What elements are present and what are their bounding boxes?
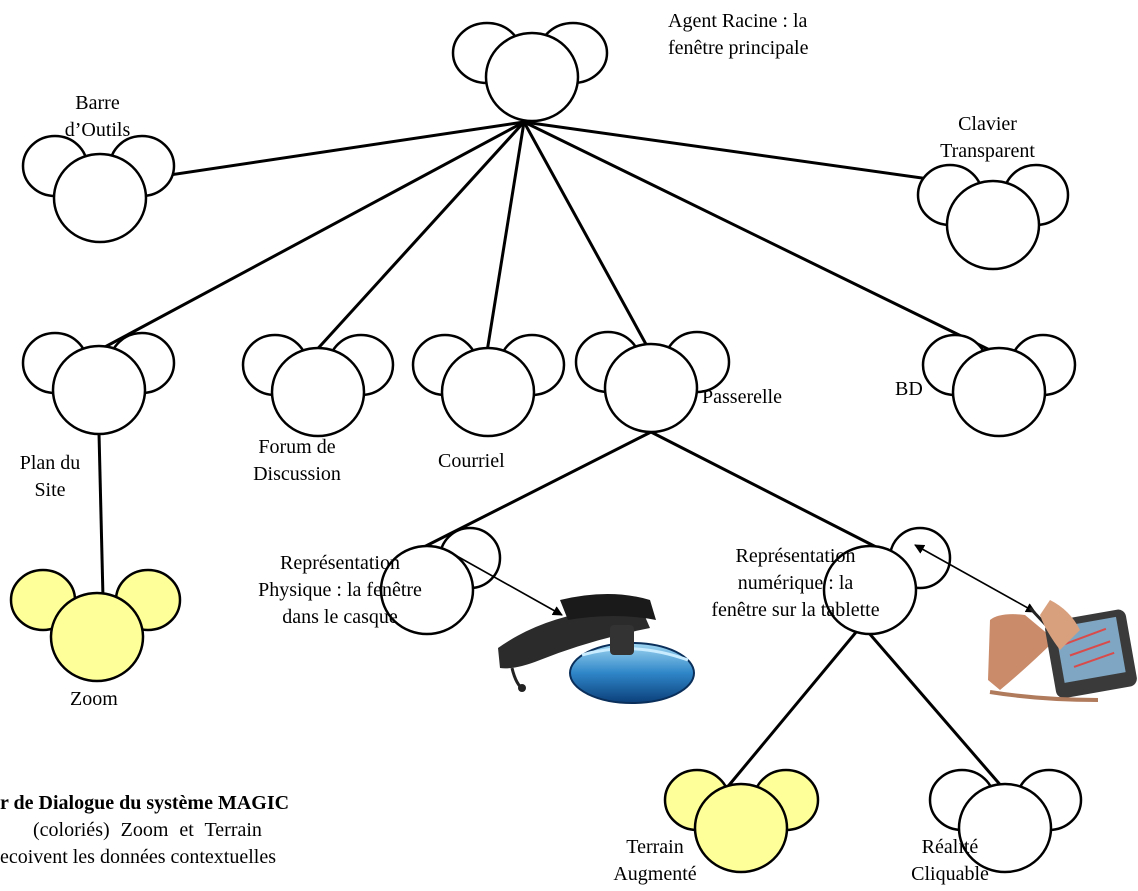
- tablet-picture: [988, 600, 1137, 702]
- label-numeric: Représentation numérique : la fenêtre su…: [678, 543, 913, 624]
- edge-numeric-terrain: [723, 624, 864, 791]
- label-sitemap: Plan du Site: [4, 450, 96, 504]
- node-gateway: [574, 330, 731, 434]
- label-keyboard-line1: Clavier: [958, 113, 1017, 135]
- node-db: [921, 333, 1077, 438]
- label-forum-line1: Forum de: [258, 436, 336, 458]
- edge-root-sitemap: [102, 120, 525, 350]
- label-toolbar-line2: d’Outils: [64, 119, 131, 141]
- edge-root-forum: [310, 120, 526, 357]
- caption-line3: ecoivent les données contextuelles: [0, 846, 277, 868]
- label-keyboard: Clavier Transparent: [915, 111, 1060, 165]
- label-physical-line3: dans le casque: [282, 606, 398, 628]
- label-mail: Courriel: [438, 450, 505, 472]
- node-physical: [379, 526, 502, 636]
- label-terrain: Terrain Augmenté: [600, 834, 710, 888]
- edge-root-gateway: [522, 121, 655, 358]
- label-forum: Forum de Discussion: [232, 434, 362, 488]
- label-reality-line1: Réalité: [921, 836, 979, 858]
- figure-caption: r de Dialogue du système MAGIC (coloriés…: [0, 790, 425, 871]
- label-db: BD: [895, 378, 923, 400]
- node-toolbar: [21, 134, 176, 244]
- label-sitemap-line2: Site: [34, 479, 66, 501]
- label-root-line1: Agent Racine : la: [668, 10, 808, 32]
- edges: [97, 120, 1005, 791]
- node-root: [451, 21, 609, 123]
- label-zoom: Zoom: [70, 688, 118, 710]
- node-reality: [928, 768, 1083, 874]
- label-toolbar: Barre d’Outils: [50, 90, 145, 144]
- label-reality-line2: Cliquable: [911, 863, 989, 885]
- label-numeric-line1: Représentation: [735, 545, 856, 567]
- label-terrain-line1: Terrain: [626, 836, 684, 858]
- label-terrain-line2: Augmenté: [613, 863, 697, 885]
- edge-root-db: [523, 120, 1001, 357]
- arrow-to-tablet: [914, 544, 1036, 613]
- edge-root-keyboard: [523, 120, 994, 190]
- label-reality: Réalité Cliquable: [895, 834, 1005, 888]
- headset-picture: [498, 594, 695, 704]
- node-sitemap: [21, 331, 176, 436]
- label-keyboard-line2: Transparent: [940, 140, 1035, 162]
- label-physical: Représentation Physique : la fenêtre dan…: [225, 550, 455, 631]
- label-root-line2: fenêtre principale: [668, 37, 809, 59]
- edge-gateway-numeric: [650, 430, 881, 551]
- label-root: Agent Racine : la fenêtre principale: [668, 8, 858, 62]
- label-numeric-line3: fenêtre sur la tablette: [711, 599, 880, 621]
- node-zoom: [9, 568, 182, 683]
- label-forum-line2: Discussion: [253, 463, 341, 485]
- label-physical-line1: Représentation: [280, 552, 400, 574]
- label-toolbar-line1: Barre: [75, 92, 120, 114]
- label-physical-line2: Physique : la fenêtre: [258, 579, 422, 601]
- arrow-to-headset: [454, 554, 563, 616]
- edge-sitemap-zoom: [97, 432, 105, 599]
- label-gateway: Passerelle: [702, 386, 782, 408]
- caption-line2: (coloriés) Zoom et Terrain: [33, 819, 262, 841]
- edge-numeric-reality: [860, 624, 1005, 789]
- label-numeric-line2: numérique : la: [737, 572, 854, 594]
- node-mail: [411, 333, 566, 438]
- node-keyboard: [916, 163, 1070, 271]
- node-terrain: [663, 768, 820, 874]
- caption-line1: r de Dialogue du système MAGIC: [0, 792, 290, 814]
- edge-root-mail: [484, 121, 526, 359]
- node-forum: [241, 333, 395, 438]
- label-sitemap-line1: Plan du: [19, 452, 81, 474]
